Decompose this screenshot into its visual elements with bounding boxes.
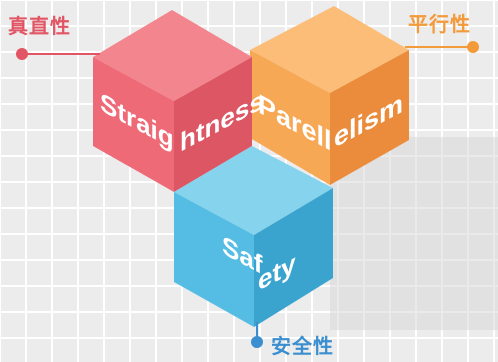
parallelism-label: 平行性 bbox=[408, 12, 471, 36]
parallelism-cube-top bbox=[250, 6, 409, 93]
straightness-label: 真直性 bbox=[8, 14, 71, 38]
straightness-cube: Straig htness bbox=[93, 10, 264, 192]
safety-label: 安全性 bbox=[271, 334, 334, 358]
safety-cube-top bbox=[174, 146, 333, 235]
parallelism-callout: 平行性 bbox=[408, 8, 471, 37]
straightness-cube-left bbox=[93, 57, 174, 192]
parallelism-cube: Parell elism bbox=[250, 6, 409, 185]
safety-cube-left bbox=[174, 192, 254, 327]
safety-marker bbox=[251, 336, 263, 348]
safety-leader-line bbox=[256, 322, 258, 340]
safety-cube: Saf ety bbox=[174, 146, 333, 327]
safety-callout: 安全性 bbox=[271, 330, 334, 359]
straightness-cube-right bbox=[174, 57, 252, 192]
parallelism-marker bbox=[467, 41, 479, 53]
parallelism-cube-right bbox=[330, 50, 409, 185]
straightness-callout: 真直性 bbox=[8, 10, 71, 39]
safety-cube-right bbox=[254, 188, 333, 327]
straightness-cube-top bbox=[93, 10, 252, 101]
straightness-marker bbox=[16, 48, 28, 60]
parallelism-leader-line bbox=[405, 46, 471, 48]
cube-shadow bbox=[330, 137, 498, 330]
parallelism-cube-left bbox=[250, 50, 330, 185]
straightness-leader-line bbox=[22, 53, 100, 55]
